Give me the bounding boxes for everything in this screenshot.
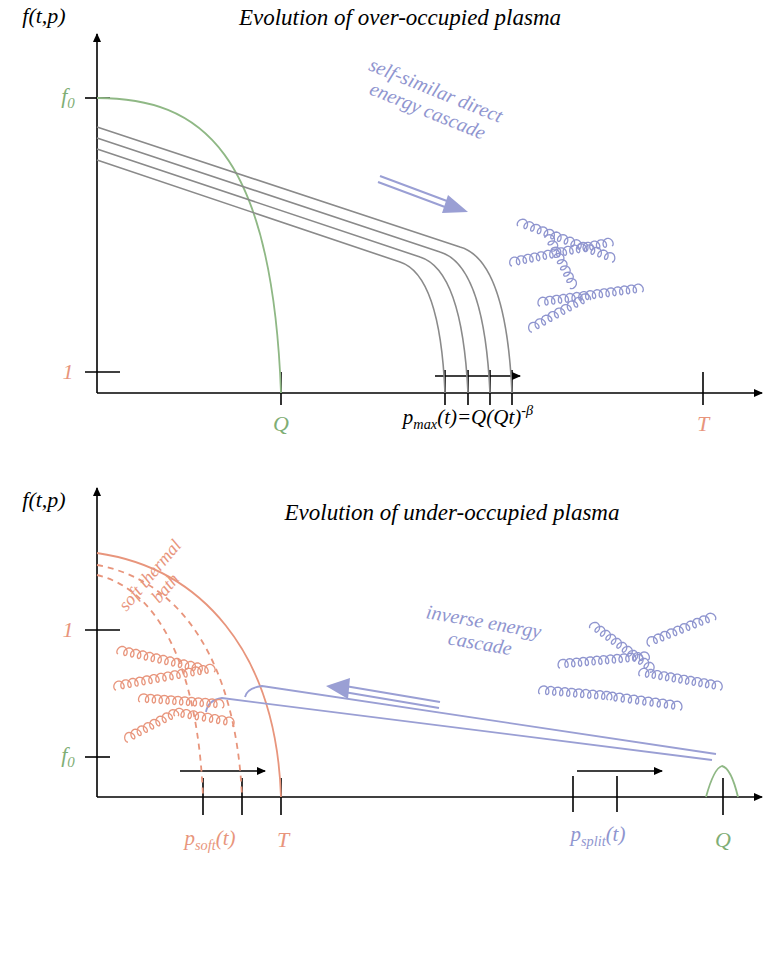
plot-label: inverse energy cascade bbox=[404, 597, 559, 666]
plot-label: psoft(t) bbox=[185, 827, 236, 854]
gluon-coil bbox=[529, 294, 591, 332]
label-text: f(t,p) bbox=[22, 487, 65, 512]
label-text: T bbox=[697, 411, 709, 436]
label-text: (t) bbox=[606, 822, 626, 846]
math-sup: -β bbox=[521, 402, 533, 418]
label-text: 1 bbox=[63, 617, 74, 642]
gluon-coil bbox=[639, 668, 722, 690]
plot-label: 1 bbox=[63, 618, 74, 642]
plot-label: Evolution of over-occupied plasma bbox=[239, 5, 561, 30]
label-text: Evolution of under-occupied plasma bbox=[285, 500, 620, 525]
plot-label: Evolution of under-occupied plasma bbox=[285, 500, 620, 525]
plot-label: 1 bbox=[63, 360, 74, 384]
plot-label: Q bbox=[715, 828, 731, 852]
label-text: p bbox=[403, 405, 414, 429]
label-text: p bbox=[571, 822, 582, 846]
gluon-coil bbox=[558, 652, 649, 668]
plot-label: f0 bbox=[61, 743, 75, 771]
label-text: (t)=Q(Qt) bbox=[437, 405, 521, 429]
gluon-coil bbox=[139, 694, 224, 708]
plot-label: f0 bbox=[61, 84, 75, 112]
gluon-coil bbox=[607, 692, 682, 710]
cascade-arrow-top bbox=[378, 176, 468, 213]
label-text: 1 bbox=[63, 359, 74, 384]
math-sub: max bbox=[413, 416, 437, 432]
plot-label: psplit(t) bbox=[571, 823, 626, 850]
label-text: Q bbox=[715, 827, 731, 852]
gluon-coil bbox=[538, 284, 643, 306]
gluon-coil bbox=[545, 235, 577, 289]
label-text: f bbox=[61, 83, 67, 108]
gluon-coil bbox=[539, 686, 612, 700]
bottom-axes bbox=[85, 488, 762, 815]
label-text: self-similar direct energy cascade bbox=[366, 53, 506, 143]
label-text: f bbox=[61, 742, 67, 767]
gluon-coil bbox=[647, 613, 716, 646]
math-sub: split bbox=[581, 833, 606, 849]
gluon-coil bbox=[125, 710, 179, 742]
cascade-arrow-bottom bbox=[326, 678, 440, 708]
gluon-coil bbox=[114, 664, 215, 690]
gluon-coil bbox=[590, 622, 655, 672]
label-text: f(t,p) bbox=[22, 3, 65, 28]
initial-peak bbox=[706, 766, 738, 797]
label-text: (t) bbox=[216, 826, 236, 850]
gluon-lines bbox=[114, 219, 722, 742]
label-text: p bbox=[185, 826, 196, 850]
plot-label: pmax(t)=Q(Qt)-β bbox=[403, 403, 533, 432]
math-sub: 0 bbox=[67, 754, 74, 770]
label-text: T bbox=[277, 827, 289, 852]
math-sub: soft bbox=[195, 837, 216, 853]
label-text: inverse energy cascade bbox=[425, 600, 543, 659]
math-sub: 0 bbox=[67, 95, 74, 111]
plot-label: self-similar direct energy cascade bbox=[336, 44, 529, 156]
plot-label: T bbox=[697, 412, 709, 436]
gluon-coil bbox=[510, 238, 613, 266]
self-similar-curves bbox=[97, 127, 512, 393]
label-text: soft thermal bath bbox=[114, 536, 185, 615]
label-text: Evolution of over-occupied plasma bbox=[239, 5, 561, 30]
gluon-coil bbox=[174, 708, 234, 726]
label-text: Q bbox=[273, 411, 289, 436]
cascade-curves bbox=[206, 686, 716, 760]
top-axes bbox=[85, 34, 762, 405]
plot-label: Q bbox=[273, 412, 289, 436]
plot-label: f(t,p) bbox=[22, 4, 65, 28]
plot-label: f(t,p) bbox=[22, 488, 65, 512]
plot-label: T bbox=[277, 828, 289, 852]
plot-label: soft thermal bath bbox=[104, 523, 211, 640]
initial-distribution bbox=[97, 98, 281, 393]
